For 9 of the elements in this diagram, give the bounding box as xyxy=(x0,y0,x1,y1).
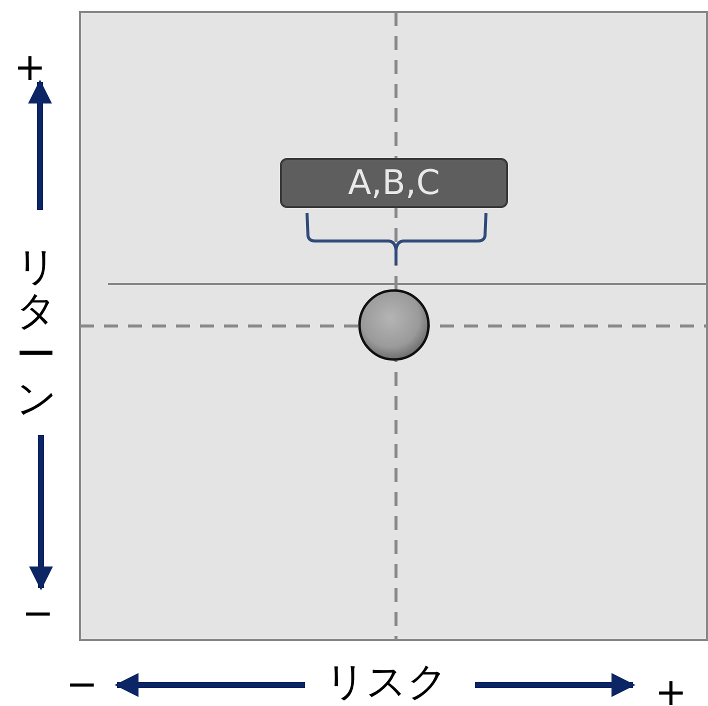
axis-title: リターン xyxy=(16,245,56,421)
box-label: A,B,C xyxy=(348,163,440,203)
axis-end-sign: + xyxy=(655,673,687,706)
axis-end-sign: − xyxy=(22,594,54,632)
label-box xyxy=(280,158,508,208)
axis-title: リスク xyxy=(325,662,448,702)
axis-end-sign: + xyxy=(14,48,46,86)
axis-end-sign: − xyxy=(66,665,98,703)
sphere-marker xyxy=(358,289,430,361)
